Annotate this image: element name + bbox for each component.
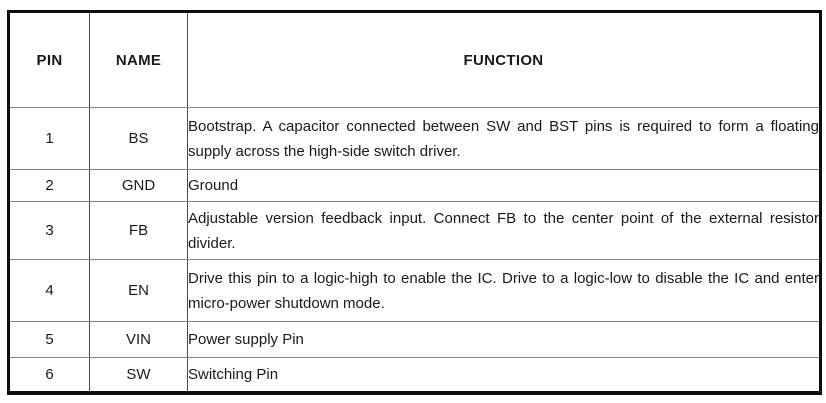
- table-row-pin-5: 5 VIN Power supply Pin: [8, 321, 821, 358]
- pin-name: FB: [89, 201, 188, 260]
- pin-function: Switching Pin: [187, 357, 821, 393]
- pin-number: 2: [8, 169, 90, 202]
- pin-function: Ground: [187, 169, 821, 202]
- pin-name: GND: [89, 169, 188, 202]
- table-row-pin-2: 2 GND Ground: [8, 169, 821, 202]
- table-row-pin-4: 4 EN Drive this pin to a logic-high to e…: [8, 259, 821, 322]
- pin-function: Power supply Pin: [187, 321, 821, 358]
- header-function: FUNCTION: [187, 11, 821, 108]
- pin-function: Adjustable version feedback input. Conne…: [187, 201, 821, 260]
- header-pin: PIN: [8, 11, 90, 108]
- pin-number: 1: [8, 107, 90, 170]
- pin-name: EN: [89, 259, 188, 322]
- pin-function: Drive this pin to a logic-high to enable…: [187, 259, 821, 322]
- pin-number: 5: [8, 321, 90, 358]
- pin-number: 4: [8, 259, 90, 322]
- pin-name: BS: [89, 107, 188, 170]
- pin-function: Bootstrap. A capacitor connected between…: [187, 107, 821, 170]
- table-row-pin-3: 3 FB Adjustable version feedback input. …: [8, 201, 821, 260]
- pin-name: SW: [89, 357, 188, 393]
- pin-number: 3: [8, 201, 90, 260]
- pin-function-table-container: PIN NAME FUNCTION 1 BS Bootstrap. A capa…: [7, 10, 822, 395]
- table-row-pin-6: 6 SW Switching Pin: [8, 357, 821, 393]
- table-header-row: PIN NAME FUNCTION: [8, 11, 821, 108]
- pin-function-table: PIN NAME FUNCTION 1 BS Bootstrap. A capa…: [7, 10, 822, 395]
- header-name: NAME: [89, 11, 188, 108]
- table-row-pin-1: 1 BS Bootstrap. A capacitor connected be…: [8, 107, 821, 170]
- pin-number: 6: [8, 357, 90, 393]
- pin-name: VIN: [89, 321, 188, 358]
